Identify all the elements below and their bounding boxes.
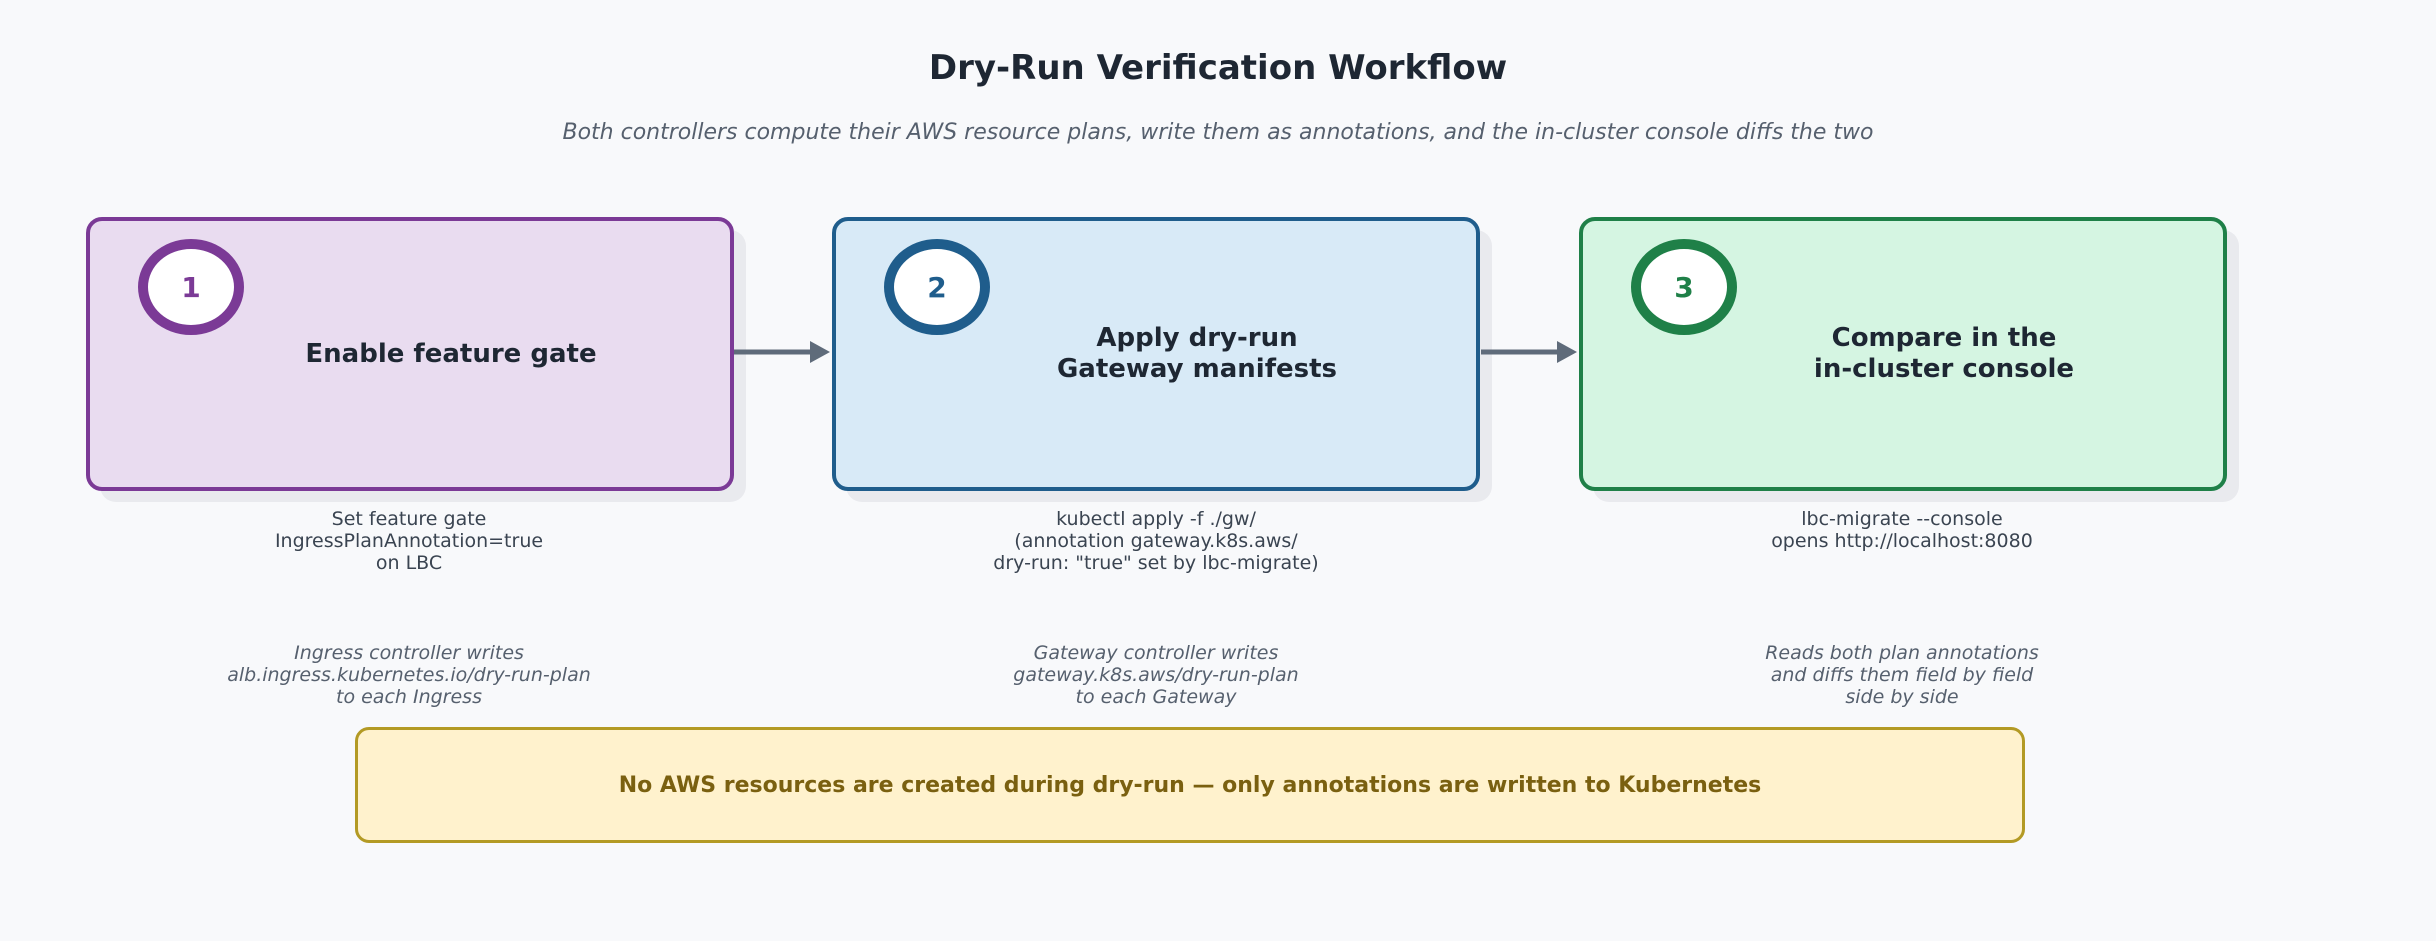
dry-run-banner: No AWS resources are created during dry-… <box>355 727 2025 843</box>
step-1-note: Ingress controller writes alb.ingress.ku… <box>227 642 591 708</box>
step-3-box: 3 Compare in the in-cluster console <box>1579 217 2227 491</box>
step-2-title: Apply dry-run Gateway manifests <box>1056 323 1338 384</box>
arrow-head <box>810 341 830 363</box>
step-1-title: Enable feature gate <box>305 338 597 369</box>
step-3-number: 3 <box>1674 270 1694 304</box>
step-1-description: Set feature gate IngressPlanAnnotation=t… <box>274 508 544 574</box>
step-1-number-badge: 1 <box>138 239 244 335</box>
step-3-note: Reads both plan annotations and diffs th… <box>1765 642 2039 708</box>
diagram-subtitle: Both controllers compute their AWS resou… <box>562 120 1874 145</box>
step-2-box: 2 Apply dry-run Gateway manifests <box>832 217 1480 491</box>
arrow-step-2-to-3 <box>1481 341 1577 363</box>
step-2-number-badge: 2 <box>884 239 990 335</box>
step-2-note: Gateway controller writes gateway.k8s.aw… <box>1013 642 1299 708</box>
step-1-box: 1 Enable feature gate <box>86 217 734 491</box>
step-3-title: Compare in the in-cluster console <box>1813 323 2075 384</box>
arrow-step-1-to-2 <box>734 341 830 363</box>
step-1-number: 1 <box>181 270 201 304</box>
dry-run-banner-text: No AWS resources are created during dry-… <box>618 772 1762 798</box>
step-2-number: 2 <box>927 270 947 304</box>
step-3-number-badge: 3 <box>1631 239 1737 335</box>
arrow-head <box>1557 341 1577 363</box>
step-3-description: lbc-migrate --console opens http://local… <box>1771 508 2033 552</box>
step-2-description: kubectl apply -f ./gw/ (annotation gatew… <box>993 508 1319 574</box>
diagram-title: Dry-Run Verification Workflow <box>928 48 1508 88</box>
